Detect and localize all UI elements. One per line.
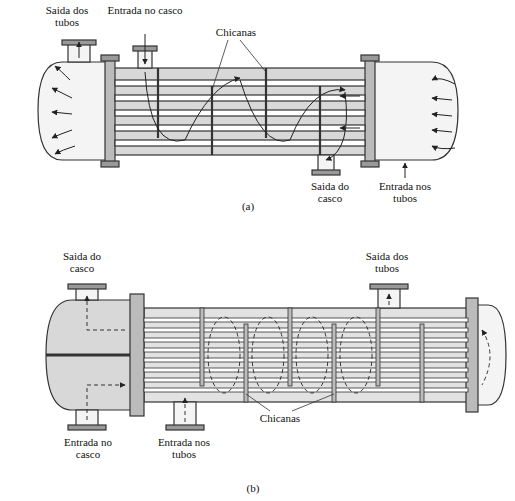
bolt	[101, 55, 119, 61]
flow-arrows	[52, 130, 72, 138]
tubes	[115, 95, 365, 101]
flow-arrows	[432, 130, 452, 132]
left-head	[46, 300, 132, 410]
left-head	[38, 62, 110, 160]
figure-label: (b)	[240, 482, 266, 494]
flow-arrows	[55, 146, 75, 154]
tube	[144, 338, 468, 342]
leader-lines	[212, 40, 266, 90]
callout-label: Chicanas	[250, 412, 310, 424]
tube-sheet	[365, 58, 375, 164]
label: Entrada nos tubos	[368, 180, 442, 204]
baffles	[376, 308, 380, 386]
tubes	[115, 140, 365, 146]
flow-paths	[252, 317, 284, 393]
flow-arrows	[432, 98, 452, 100]
flow-arrows	[52, 112, 72, 114]
tube	[144, 318, 468, 322]
flow-paths	[482, 330, 490, 385]
figure-label: (a)	[236, 200, 260, 212]
nozzles	[312, 170, 340, 175]
flow-arrows	[340, 128, 360, 129]
flow-paths	[389, 294, 390, 305]
nozzles	[166, 425, 204, 430]
right-head	[476, 305, 506, 405]
leader-lines	[212, 40, 228, 90]
bolt	[101, 161, 119, 167]
callout-label: Chicanas	[206, 26, 266, 38]
tube	[144, 328, 468, 332]
label: Saida dos tubos	[354, 250, 420, 274]
shell	[144, 308, 468, 402]
tube	[144, 348, 468, 352]
flow-paths	[87, 296, 125, 330]
leader-lines	[246, 394, 270, 411]
bolt	[361, 161, 379, 167]
nozzles	[370, 284, 408, 289]
label: Saida dos tubos	[34, 4, 100, 28]
shell	[110, 68, 370, 155]
pass-partition	[46, 354, 132, 357]
flow-paths	[296, 317, 328, 393]
label: Entrada nos tubos	[144, 436, 224, 460]
flow-arrows	[240, 80, 345, 141]
flange	[466, 298, 478, 412]
nozzles	[378, 288, 400, 308]
flow-arrows	[405, 163, 406, 178]
baffles	[244, 324, 248, 402]
tubes	[115, 125, 365, 131]
nozzles	[68, 425, 106, 430]
nozzles	[68, 284, 408, 430]
flow-paths	[340, 317, 372, 393]
tube	[144, 358, 468, 362]
flow-arrows	[432, 146, 455, 149]
label: Entrada no casco	[52, 436, 124, 460]
baffles	[200, 308, 204, 386]
flow-arrows	[340, 96, 360, 97]
tube	[144, 378, 468, 382]
right-head	[370, 62, 458, 160]
flange	[130, 294, 144, 416]
flow-arrows	[52, 88, 72, 98]
nozzles	[76, 288, 98, 300]
flow-paths	[87, 385, 125, 420]
tube-sheet	[105, 58, 115, 164]
flow-arrows	[145, 34, 146, 64]
baffles	[332, 324, 336, 402]
exchanger-a	[38, 34, 458, 178]
baffles	[158, 68, 320, 155]
leader-lines	[292, 394, 334, 411]
flow-paths	[185, 398, 186, 422]
flow-arrows	[145, 72, 240, 141]
flow-paths	[87, 294, 490, 422]
exchanger-b	[46, 284, 506, 430]
label: Entrada no casco	[104, 4, 186, 16]
flow-paths	[208, 317, 240, 393]
bolt	[361, 55, 379, 61]
label: Saida do casco	[50, 250, 114, 274]
nozzles	[62, 40, 340, 175]
tube	[144, 368, 468, 372]
baffles	[200, 308, 424, 402]
baffles	[420, 324, 424, 402]
flow-arrows	[55, 66, 70, 80]
flow-arrows	[326, 92, 346, 160]
tubes	[144, 318, 468, 392]
tubes	[115, 80, 365, 146]
tubes	[115, 110, 365, 116]
label: Saida do casco	[300, 180, 360, 204]
leader-lines	[246, 394, 334, 411]
flow-arrows	[52, 34, 455, 178]
baffles	[265, 68, 267, 138]
flow-arrows	[79, 42, 80, 58]
leader-lines	[240, 40, 266, 72]
baffles	[288, 308, 292, 386]
flow-arrows	[432, 114, 452, 116]
nozzles	[68, 284, 106, 289]
flow-arrows	[432, 79, 455, 84]
